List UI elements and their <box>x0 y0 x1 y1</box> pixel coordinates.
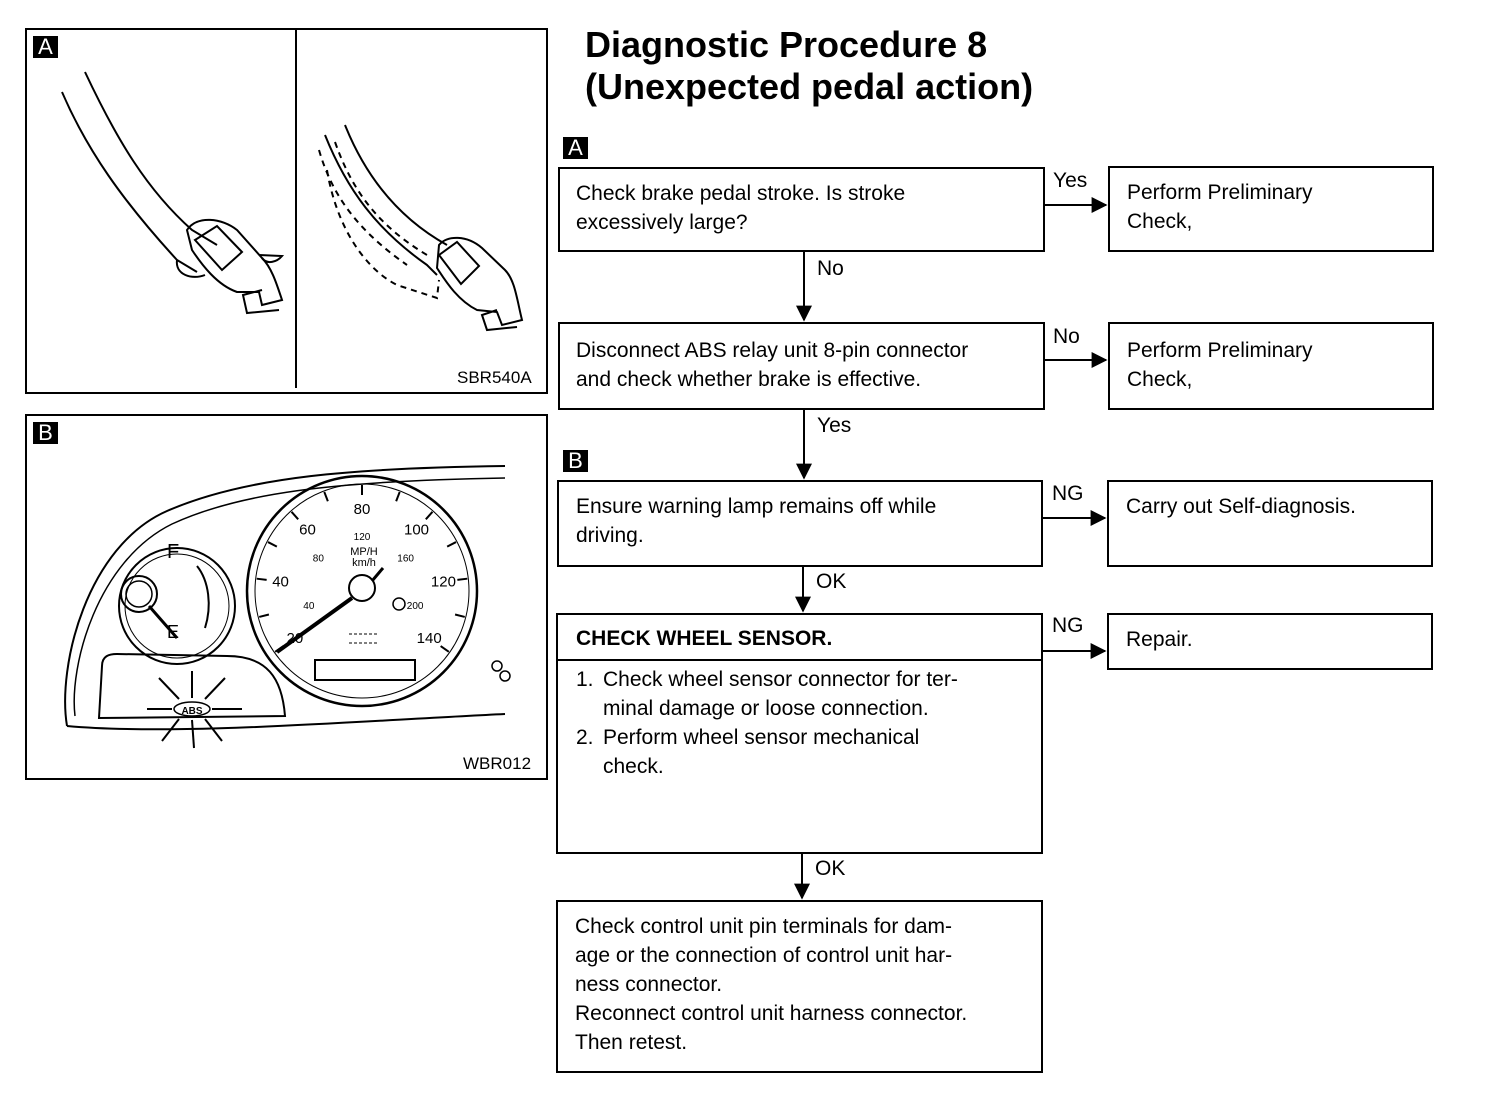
step2-no-label: No <box>1053 325 1080 348</box>
list-item: 1.Check wheel sensor connector for ter- … <box>576 668 958 720</box>
figure-a-panel: A SBR540A <box>25 28 548 394</box>
speed-tick <box>290 511 299 520</box>
section-b-tag: B <box>563 450 588 472</box>
step4-divider <box>558 659 1041 661</box>
kmh-label: 200 <box>407 601 424 612</box>
speed-label: 100 <box>404 522 429 539</box>
step5-text: Check control unit pin terminals for dam… <box>575 915 968 1054</box>
speed-label: 40 <box>272 573 289 590</box>
section-a-tag: A <box>563 137 588 159</box>
step1-yes-label: Yes <box>1053 169 1088 192</box>
figure-a-code: SBR540A <box>457 368 532 387</box>
speed-tick <box>425 511 434 520</box>
step4-list: 1.Check wheel sensor connector for ter- … <box>576 665 1026 781</box>
step2-box: Disconnect ABS relay unit 8-pin connecto… <box>558 322 1045 410</box>
speed-tick <box>258 613 270 618</box>
speed-tick <box>267 541 278 548</box>
step3-box: Ensure warning lamp remains off while dr… <box>557 480 1043 567</box>
speed-label: 80 <box>354 501 371 518</box>
page-title-line2: (Unexpected pedal action) <box>585 66 1034 107</box>
speed-tick <box>440 645 450 653</box>
brake-pedal-illustration <box>61 30 524 388</box>
step4-header: CHECK WHEEL SENSOR. <box>576 627 833 650</box>
step1-no-label: No <box>817 257 844 280</box>
speed-tick <box>446 541 457 548</box>
speed-unit-label-2: km/h <box>352 557 376 569</box>
step5-box: Check control unit pin terminals for dam… <box>556 900 1043 1073</box>
speed-label: 140 <box>417 630 442 647</box>
kmh-label: 160 <box>397 554 414 565</box>
kmh-label: 120 <box>354 532 371 543</box>
fuel-empty-label: E <box>167 622 179 642</box>
speed-tick <box>256 577 267 581</box>
step3-text: Ensure warning lamp remains off while dr… <box>576 495 937 547</box>
speed-label: 120 <box>431 573 456 590</box>
step3-ng-label: NG <box>1052 482 1084 505</box>
speed-unit-label: MP/H <box>350 546 378 558</box>
speed-tick <box>395 491 401 502</box>
page-title-line1: Diagnostic Procedure 8 <box>585 24 988 65</box>
step3-ng-box: Carry out Self-diagnosis. <box>1107 480 1433 567</box>
speed-tick <box>454 613 466 618</box>
kmh-label: 80 <box>313 554 325 565</box>
abs-lamp-label: ABS <box>181 706 202 717</box>
step1-box: Check brake pedal stroke. Is stroke exce… <box>558 167 1045 252</box>
step2-no-box: Perform Preliminary Check, <box>1108 322 1434 410</box>
list-item: 2.Perform wheel sensor mechanical check. <box>576 726 920 778</box>
instrument-cluster-illustration: F E ABS 204060801001201404080120160200 M… <box>64 465 511 749</box>
speed-tick <box>457 577 468 581</box>
step2-yes-label: Yes <box>817 414 852 437</box>
step3-ng-text: Carry out Self-diagnosis. <box>1126 495 1356 518</box>
step4-ok-label: OK <box>815 857 846 880</box>
figure-b-panel: B F E ABS 204060801001201404080120160200 <box>25 414 548 780</box>
step1-yes-text: Perform Preliminary Check, <box>1127 181 1313 233</box>
step4-box: CHECK WHEEL SENSOR. 1.Check wheel sensor… <box>556 613 1043 854</box>
figure-b-tag: B <box>33 422 58 444</box>
figure-b-code: WBR012 <box>463 754 532 773</box>
step4-ng-text: Repair. <box>1126 628 1193 651</box>
fuel-full-label: F <box>167 541 179 563</box>
figure-a-tag: A <box>33 36 58 58</box>
step2-no-text: Perform Preliminary Check, <box>1127 339 1313 391</box>
step4-ng-label: NG <box>1052 614 1084 637</box>
kmh-label: 40 <box>303 601 315 612</box>
step3-ok-label: OK <box>816 570 847 593</box>
speed-tick <box>323 491 329 502</box>
step4-ng-box: Repair. <box>1107 613 1433 670</box>
step2-text: Disconnect ABS relay unit 8-pin connecto… <box>576 339 969 391</box>
speed-label: 60 <box>299 522 316 539</box>
step1-text: Check brake pedal stroke. Is stroke exce… <box>576 182 906 234</box>
step1-yes-box: Perform Preliminary Check, <box>1108 166 1434 252</box>
